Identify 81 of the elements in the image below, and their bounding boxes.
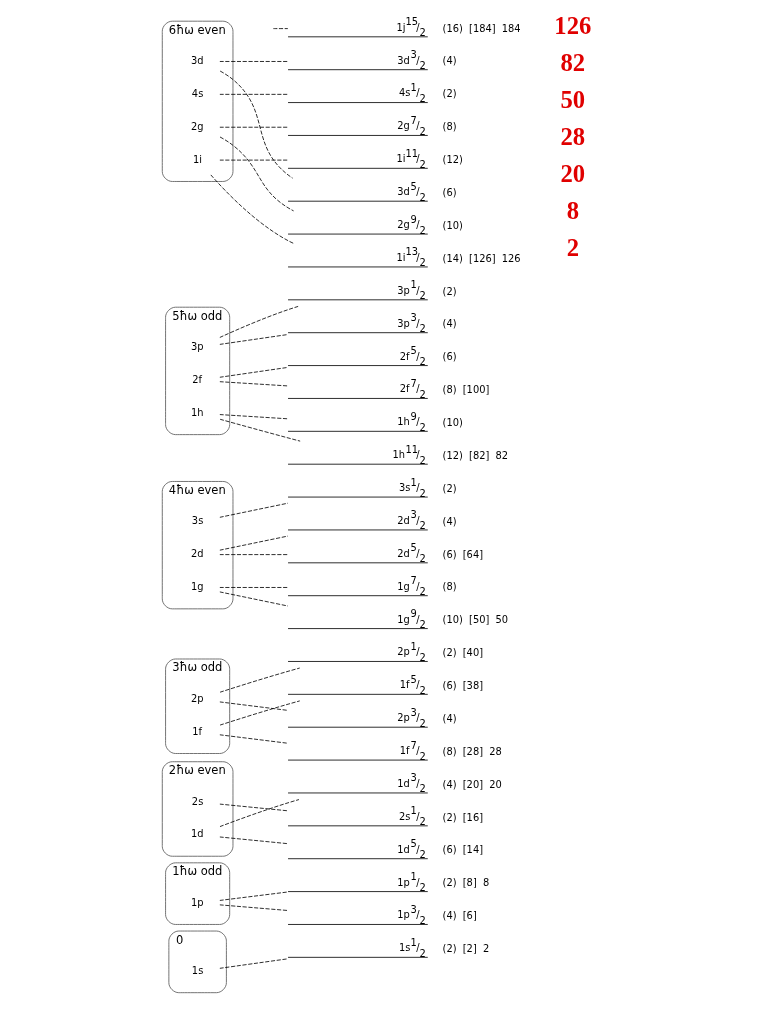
connector (219, 554, 289, 555)
connector (219, 366, 289, 378)
connector (219, 734, 289, 744)
node-label: (14) [126] 126 (442, 252, 521, 264)
connector (219, 159, 289, 161)
node-label: (6) (442, 186, 457, 198)
connector (219, 381, 289, 387)
node-text: 1i (193, 153, 203, 165)
connector (219, 958, 289, 969)
node-label: (2) [40] (442, 647, 484, 659)
node-label: (2) [16] (442, 811, 484, 823)
node-label: (6) (442, 351, 457, 363)
node-label: (16) [184] 184 (442, 22, 521, 34)
node-label: (12) (442, 154, 463, 166)
node-label: (4) (442, 515, 457, 527)
connector (219, 70, 294, 179)
node-text: 2d (191, 548, 204, 560)
connector (219, 334, 289, 345)
node-text: 2s (191, 795, 204, 807)
connector (210, 174, 295, 245)
node-label: (12) [82] 82 (442, 449, 509, 461)
node-text: 1s (191, 964, 204, 976)
connector (219, 891, 289, 901)
connector (219, 502, 289, 518)
node-label: (10) [50] 50 (442, 614, 509, 626)
node-label: (4) (442, 55, 457, 67)
node-text: 3d (191, 55, 204, 67)
node-label: (8) (442, 121, 457, 133)
node-label: (8) [28] 28 (442, 745, 502, 757)
label: 82 (560, 48, 586, 76)
node-text: 2p (191, 692, 204, 704)
node-text: 1d (191, 828, 204, 840)
connector (219, 591, 289, 607)
connector (219, 535, 289, 551)
label: 20 (560, 159, 586, 187)
connector (219, 799, 300, 827)
connector (219, 93, 289, 95)
node-label: (2) [8] 8 (442, 877, 490, 889)
node-text: 1h (191, 406, 204, 418)
node-text: 3s (191, 515, 204, 527)
connector (219, 836, 289, 845)
label: 126 (554, 11, 592, 39)
label: 8 (566, 196, 579, 224)
node-label: (6) [14] (442, 844, 484, 856)
node-label: (2) (442, 285, 457, 297)
node-text: 4s (191, 87, 204, 99)
node-label: (2) (442, 482, 457, 494)
node-label: (4) [6] (442, 910, 477, 922)
node-text: 3p (191, 341, 204, 353)
connector (219, 414, 289, 420)
node-text: 2f (192, 373, 203, 385)
node-label: (2) (442, 88, 457, 100)
node-label: (8) (442, 581, 457, 593)
connector (219, 126, 289, 128)
connector (272, 28, 289, 29)
node-label: (2) [2] 2 (442, 943, 490, 955)
connector (219, 61, 289, 62)
connector (219, 701, 289, 711)
connector (219, 418, 301, 442)
connector (219, 803, 289, 812)
connector (219, 306, 299, 338)
node-label: (4) (442, 318, 457, 330)
node-text: 1f (192, 725, 203, 737)
connector (219, 700, 301, 726)
connector (219, 667, 301, 693)
node-text: 1p (191, 896, 204, 908)
connector (219, 587, 289, 588)
node-text: 1g (191, 581, 204, 593)
label: 2 (566, 233, 579, 261)
node-label: (10) (442, 219, 463, 231)
label: 50 (560, 85, 586, 113)
node-label: (10) (442, 417, 463, 429)
node-label: (4) [20] 20 (442, 778, 502, 790)
label: 28 (560, 122, 586, 150)
node-label: (8) [100] (442, 384, 490, 396)
node-label: (6) [64] (442, 548, 484, 560)
node-label: (6) [38] (442, 680, 484, 692)
connector (219, 136, 294, 212)
node-text: 2g (191, 120, 204, 132)
connector (219, 904, 289, 911)
node-label: (4) (442, 712, 457, 724)
